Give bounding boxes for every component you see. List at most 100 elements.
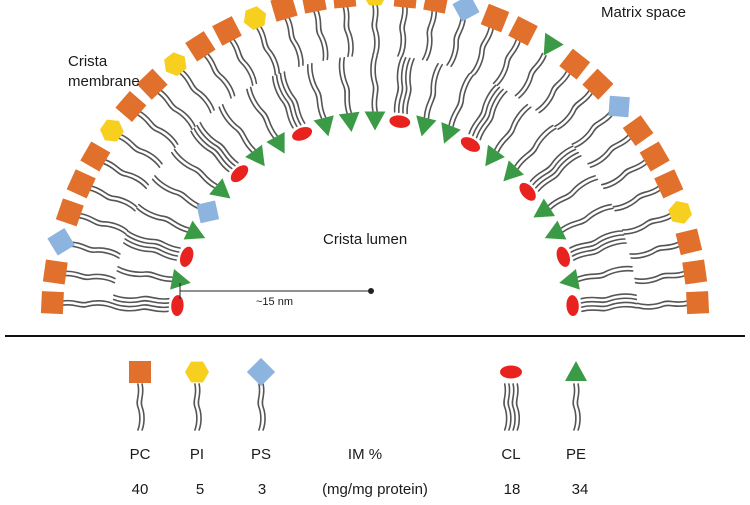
- pi-head: [243, 6, 267, 30]
- cl-head: [460, 137, 481, 152]
- pc-head: [129, 361, 151, 383]
- lipid-tail: [312, 9, 329, 61]
- pc-head: [622, 115, 654, 146]
- pc-head: [40, 291, 64, 315]
- lipid-tail: [283, 16, 304, 68]
- legend-label-pe: PE: [566, 446, 586, 463]
- lipid-tail: [193, 383, 202, 431]
- pc-head: [55, 198, 84, 227]
- legend-label-pc: PC: [130, 446, 151, 463]
- pe-head: [338, 111, 360, 132]
- pc-head: [682, 259, 708, 285]
- pe-head: [364, 111, 386, 131]
- legend: IM % (mg/mg protein) PC 40 PI 5 PS 3 CL …: [129, 357, 589, 498]
- lipid-tail: [535, 69, 571, 114]
- pc-head: [270, 0, 298, 22]
- lipid-tail: [569, 230, 627, 261]
- lipid-tail: [634, 270, 686, 285]
- lipid-tail: [136, 110, 179, 149]
- lipid-tail: [577, 265, 634, 283]
- lipid-tail: [622, 212, 673, 235]
- lipid-tail: [492, 38, 522, 86]
- lipid-tail: [190, 121, 239, 173]
- pi-head: [185, 361, 209, 383]
- im-percent-title: IM %: [348, 446, 382, 463]
- cl-head: [171, 295, 184, 317]
- lipid-tail: [629, 241, 681, 259]
- legend-label-ps: PS: [251, 446, 271, 463]
- lipid-tail: [421, 9, 438, 61]
- lipid-tail: [151, 175, 203, 210]
- lipid-tail: [393, 56, 415, 115]
- lipid-tail: [156, 89, 196, 130]
- lipid-tail: [136, 383, 145, 431]
- pc-head: [393, 0, 418, 9]
- pc-head: [675, 228, 703, 256]
- lipid-tail: [514, 124, 557, 170]
- pc-head: [212, 16, 242, 46]
- pe-head: [245, 144, 265, 167]
- pe-head: [416, 115, 437, 137]
- pc-head: [42, 259, 68, 285]
- lipid-tail: [170, 148, 218, 189]
- lipid-tail: [203, 52, 236, 99]
- ps-head: [246, 357, 276, 387]
- pe-head: [544, 220, 567, 240]
- lipid-tail: [547, 175, 599, 210]
- ps-head: [608, 95, 630, 118]
- ps-head: [452, 0, 480, 22]
- lipid-tail: [112, 294, 170, 313]
- cl-head: [179, 246, 194, 267]
- lipid-tail: [423, 62, 444, 119]
- lipid-tail: [246, 86, 278, 139]
- ps-head: [196, 200, 220, 224]
- cl-head: [566, 295, 579, 317]
- pe-head: [565, 361, 587, 381]
- lipid-tail: [338, 56, 352, 114]
- lipid-tail: [469, 25, 495, 76]
- pe-head: [559, 269, 580, 290]
- pc-head: [301, 0, 327, 14]
- lipid-tail: [218, 103, 256, 153]
- pc-head: [639, 141, 670, 172]
- lipid-tail: [448, 72, 475, 128]
- crista-membrane-label-line2: membrane: [68, 73, 140, 90]
- cl-head: [556, 246, 571, 267]
- pe-head: [183, 220, 206, 240]
- pc-head: [686, 291, 710, 315]
- lipid-tail: [77, 212, 128, 235]
- lipid-tail: [468, 84, 508, 141]
- lipid-tail: [572, 383, 581, 431]
- crista-lumen-label: Crista lumen: [323, 231, 407, 248]
- legend-value-pe: 34: [572, 481, 589, 498]
- lipid-tail: [554, 89, 594, 130]
- lipid-tail: [61, 299, 114, 309]
- lipid-tails-layer: [61, 4, 689, 313]
- lipid-tail: [370, 55, 379, 112]
- pi-head: [164, 52, 187, 76]
- lipid-tail: [88, 185, 138, 212]
- scale-bar-center-dot: [368, 288, 374, 294]
- pc-head: [66, 169, 96, 199]
- pe-head: [313, 115, 334, 137]
- cl-head: [389, 115, 411, 128]
- cl-head: [292, 126, 313, 141]
- lipid-tail: [587, 133, 633, 168]
- legend-value-pc: 40: [132, 481, 149, 498]
- pi-head: [365, 0, 385, 6]
- cl-head: [230, 165, 249, 183]
- lipid-tail: [306, 62, 327, 119]
- lipid-tail: [64, 270, 116, 284]
- pc-head: [80, 141, 111, 172]
- lipid-tail: [136, 203, 190, 233]
- scale-bar-label: ~15 nm: [256, 296, 293, 308]
- lipid-tail: [123, 230, 181, 261]
- legend-value-cl: 18: [504, 481, 521, 498]
- lipid-tail: [446, 16, 467, 68]
- lipid-tail: [580, 293, 638, 313]
- pc-head: [332, 0, 357, 9]
- lipid-tail: [69, 241, 121, 259]
- lipid-tail: [255, 25, 281, 76]
- matrix-space-label: Matrix space: [601, 4, 686, 21]
